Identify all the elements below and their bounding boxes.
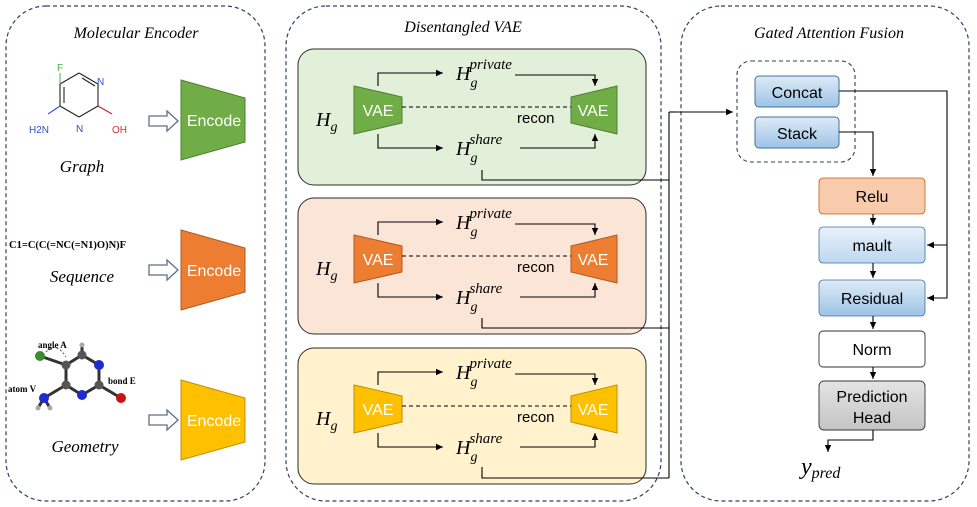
mault-label: mault	[852, 238, 892, 255]
vae-encoder-label: VAE	[363, 402, 394, 419]
vae-h-private: Hgprivate	[455, 206, 512, 240]
encode-arrow-icon	[148, 258, 179, 282]
vae-panel-title: Disentangled VAE	[403, 19, 522, 36]
vae-decoder-label: VAE	[578, 103, 609, 120]
y-pred-output: ypred	[799, 454, 841, 482]
vae-input-h: Hg	[315, 408, 337, 434]
geometry-atom-label: atom V	[8, 384, 37, 394]
vae-to-fusion-connectors	[481, 108, 733, 479]
encode-block-label: Encode	[187, 413, 241, 430]
norm-node: Norm	[818, 330, 926, 368]
vae-unit-geometry: Hg VAE VAE Hgprivate recon Hgshare	[297, 347, 647, 485]
vae-decoder-label: VAE	[578, 252, 609, 269]
vae-panel	[285, 5, 662, 502]
sequence-label: Sequence	[50, 267, 115, 286]
graph-atom-nh2: H2N	[29, 125, 49, 136]
vae-recon-label: recon	[517, 409, 555, 426]
encode-block-graph: Encode	[180, 79, 246, 161]
graph-atom-n-top: N	[97, 77, 104, 88]
vae-h-share: Hgshare	[455, 431, 503, 465]
vae-h-private: Hgprivate	[455, 356, 512, 390]
graph-label: Graph	[60, 157, 104, 176]
residual-label: Residual	[841, 291, 903, 308]
vae-decoder-label: VAE	[578, 402, 609, 419]
geometry-label: Geometry	[51, 437, 118, 456]
vae-input-h: Hg	[315, 109, 337, 135]
fusion-arrows	[824, 90, 948, 452]
vae-unit-sequence: Hg VAE VAE Hgprivate recon Hgshare	[297, 197, 647, 335]
relu-label: Relu	[856, 189, 889, 206]
prediction-head-node: Prediction Head	[818, 380, 926, 431]
encode-arrow-icon	[148, 109, 179, 133]
prediction-head-label-line1: Prediction	[836, 389, 907, 406]
graph-atom-oh: OH	[112, 125, 127, 136]
stack-label: Stack	[777, 126, 818, 143]
mault-node: mault	[818, 226, 926, 264]
graph-molecule-icon	[47, 72, 113, 118]
fusion-panel-title: Gated Attention Fusion	[754, 25, 904, 42]
stack-node: Stack	[754, 116, 840, 149]
encode-block-sequence: Encode	[180, 229, 246, 311]
encoder-panel	[5, 5, 266, 502]
vae-input-h: Hg	[315, 258, 337, 284]
encode-block-label: Encode	[187, 263, 241, 280]
vae-encoder-label: VAE	[363, 103, 394, 120]
geometry-bond-label: bond E	[108, 376, 136, 386]
vae-encoder-label: VAE	[363, 252, 394, 269]
geometry-angle-label: angle A	[38, 340, 67, 350]
encoder-arrows	[148, 109, 179, 432]
vae-recon-label: recon	[517, 259, 555, 276]
graph-atom-f: F	[57, 63, 63, 74]
vae-unit-template: Hg VAE VAE Hgprivate recon Hgshare	[297, 48, 647, 186]
geometry-molecule-icon	[35, 342, 126, 411]
prediction-head-label-line2: Head	[853, 410, 891, 427]
vae-h-share: Hgshare	[455, 132, 503, 166]
vae-h-private: Hgprivate	[455, 57, 512, 91]
encode-block-geometry: Encode	[180, 379, 246, 461]
encode-block-label: Encode	[187, 113, 241, 130]
smiles-string: C1=C(C(=NC(=N1)O)N)F	[9, 240, 126, 251]
encode-arrow-icon	[148, 408, 179, 432]
residual-node: Residual	[818, 279, 926, 317]
concat-stack-group	[736, 60, 856, 163]
concat-label: Concat	[772, 85, 823, 102]
vae-recon-label: recon	[517, 110, 555, 127]
vae-h-share: Hgshare	[455, 281, 503, 315]
norm-label: Norm	[852, 342, 891, 359]
fusion-panel	[680, 5, 970, 502]
graph-atom-n-bottom: N	[76, 124, 83, 135]
encoder-panel-title: Molecular Encoder	[73, 25, 200, 42]
relu-node: Relu	[818, 177, 926, 215]
concat-node: Concat	[754, 75, 840, 108]
